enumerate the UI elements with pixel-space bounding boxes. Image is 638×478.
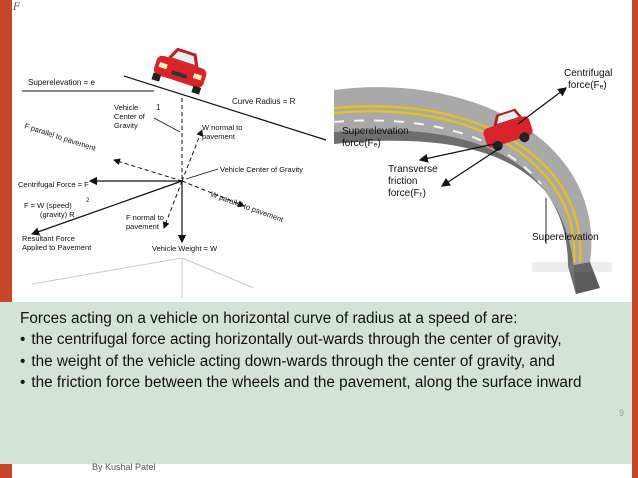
caption-box: Forces acting on a vehicle on horizontal… xyxy=(0,302,632,464)
vehicle-cg-label-right: Vehicle Center of Gravity xyxy=(220,165,303,174)
f-parallel-arrow xyxy=(113,158,183,182)
f-normal-label-1: F normal to xyxy=(126,213,164,222)
superelevation-label: Superelevation xyxy=(532,232,599,243)
vehicle-cg-label-2: Center of xyxy=(114,112,146,121)
corner-mark: F xyxy=(13,2,20,13)
bullet-marker: • xyxy=(20,352,26,370)
w-normal-label-2: pavement xyxy=(202,132,236,141)
lane-line-2 xyxy=(333,110,576,264)
pavement-slope-line xyxy=(123,75,327,141)
friction-label-3: force(Fₜ) xyxy=(388,188,426,199)
force-diagram-panel: Superelevation = e 1 Curve Radius = R Ve… xyxy=(14,47,332,306)
caption-bullet-1: • the centrifugal force acting horizontal… xyxy=(20,329,634,350)
vehicle-weight-label: Vehicle Weight = W xyxy=(152,244,218,253)
accent-strip-right xyxy=(632,0,638,478)
car-icon xyxy=(151,47,207,95)
force-diagram: Superelevation = e 1 Curve Radius = R Ve… xyxy=(18,47,327,298)
cg-leader-line xyxy=(153,117,181,133)
vehicle-cg-label-3: Gravity xyxy=(114,121,138,130)
f-normal-label-2: pavement xyxy=(126,222,160,231)
f-parallel-label: F parallel to pavement xyxy=(23,121,97,153)
f-normal-arrow xyxy=(162,180,183,229)
friction-label-2: friction xyxy=(388,176,417,187)
formula-line-2: (gravity) R xyxy=(40,210,75,219)
formula-exponent: 2 xyxy=(86,198,90,204)
page-number: 9 xyxy=(618,408,624,418)
resultant-label-1: Resultant Force xyxy=(22,234,75,243)
centrifugal-arrow xyxy=(517,87,568,125)
superelevation-force-label-1: Superelevation xyxy=(342,126,409,137)
author-credit: By Kushal Patel xyxy=(92,462,156,472)
centrifugal-force-label: Centrifugal Force = F xyxy=(18,180,89,189)
bullet-marker: • xyxy=(20,374,26,392)
caption-bullet-1-text: the centrifugal force acting horizontall… xyxy=(31,331,562,349)
friction-label-1: Transverse xyxy=(388,164,438,175)
resultant-label-2: Applied to Pavement xyxy=(22,243,92,252)
angle-mark: 1 xyxy=(156,103,161,112)
diagram-reflection xyxy=(31,257,255,298)
caption-bullet-2: • the weight of the vehicle acting down-w… xyxy=(20,351,634,372)
car-icon xyxy=(483,108,533,151)
centrifugal-label-1: Centrifugal xyxy=(564,68,612,79)
caption-bullet-3-text: the friction force between the wheels an… xyxy=(31,374,582,392)
caption-bullet-3: • the friction force between the wheels a… xyxy=(20,372,634,393)
w-normal-arrow xyxy=(181,129,204,182)
superelevation-label: Superelevation = e xyxy=(28,78,95,87)
resultant-force-arrow xyxy=(30,180,183,236)
road-side-wall xyxy=(568,262,600,294)
w-normal-label-1: W normal to xyxy=(202,123,242,132)
centrifugal-label-2: force(Fₑ) xyxy=(568,80,607,91)
bullet-marker: • xyxy=(20,331,26,349)
w-parallel-label: W parallel to pavement xyxy=(209,189,285,224)
illustration-reflection xyxy=(532,262,612,272)
caption-bullet-2-text: the weight of the vehicle acting down-wa… xyxy=(31,352,555,370)
lane-line-1 xyxy=(333,105,582,263)
lane-dash xyxy=(333,119,542,185)
vehicle-cg-label-1: Vehicle xyxy=(114,103,138,112)
caption-intro: Forces acting on a vehicle on horizontal… xyxy=(20,310,518,327)
caption-text: Forces acting on a vehicle on horizontal… xyxy=(20,308,634,394)
formula-line-1: F = W (speed) xyxy=(24,201,72,210)
cg-right-leader xyxy=(185,168,219,180)
curve-radius-label: Curve Radius = R xyxy=(232,97,296,106)
superelevation-force-arrow xyxy=(418,143,495,163)
superelevation-force-label-2: force(Fₑ) xyxy=(342,138,381,149)
friction-force-arrow xyxy=(440,147,501,187)
